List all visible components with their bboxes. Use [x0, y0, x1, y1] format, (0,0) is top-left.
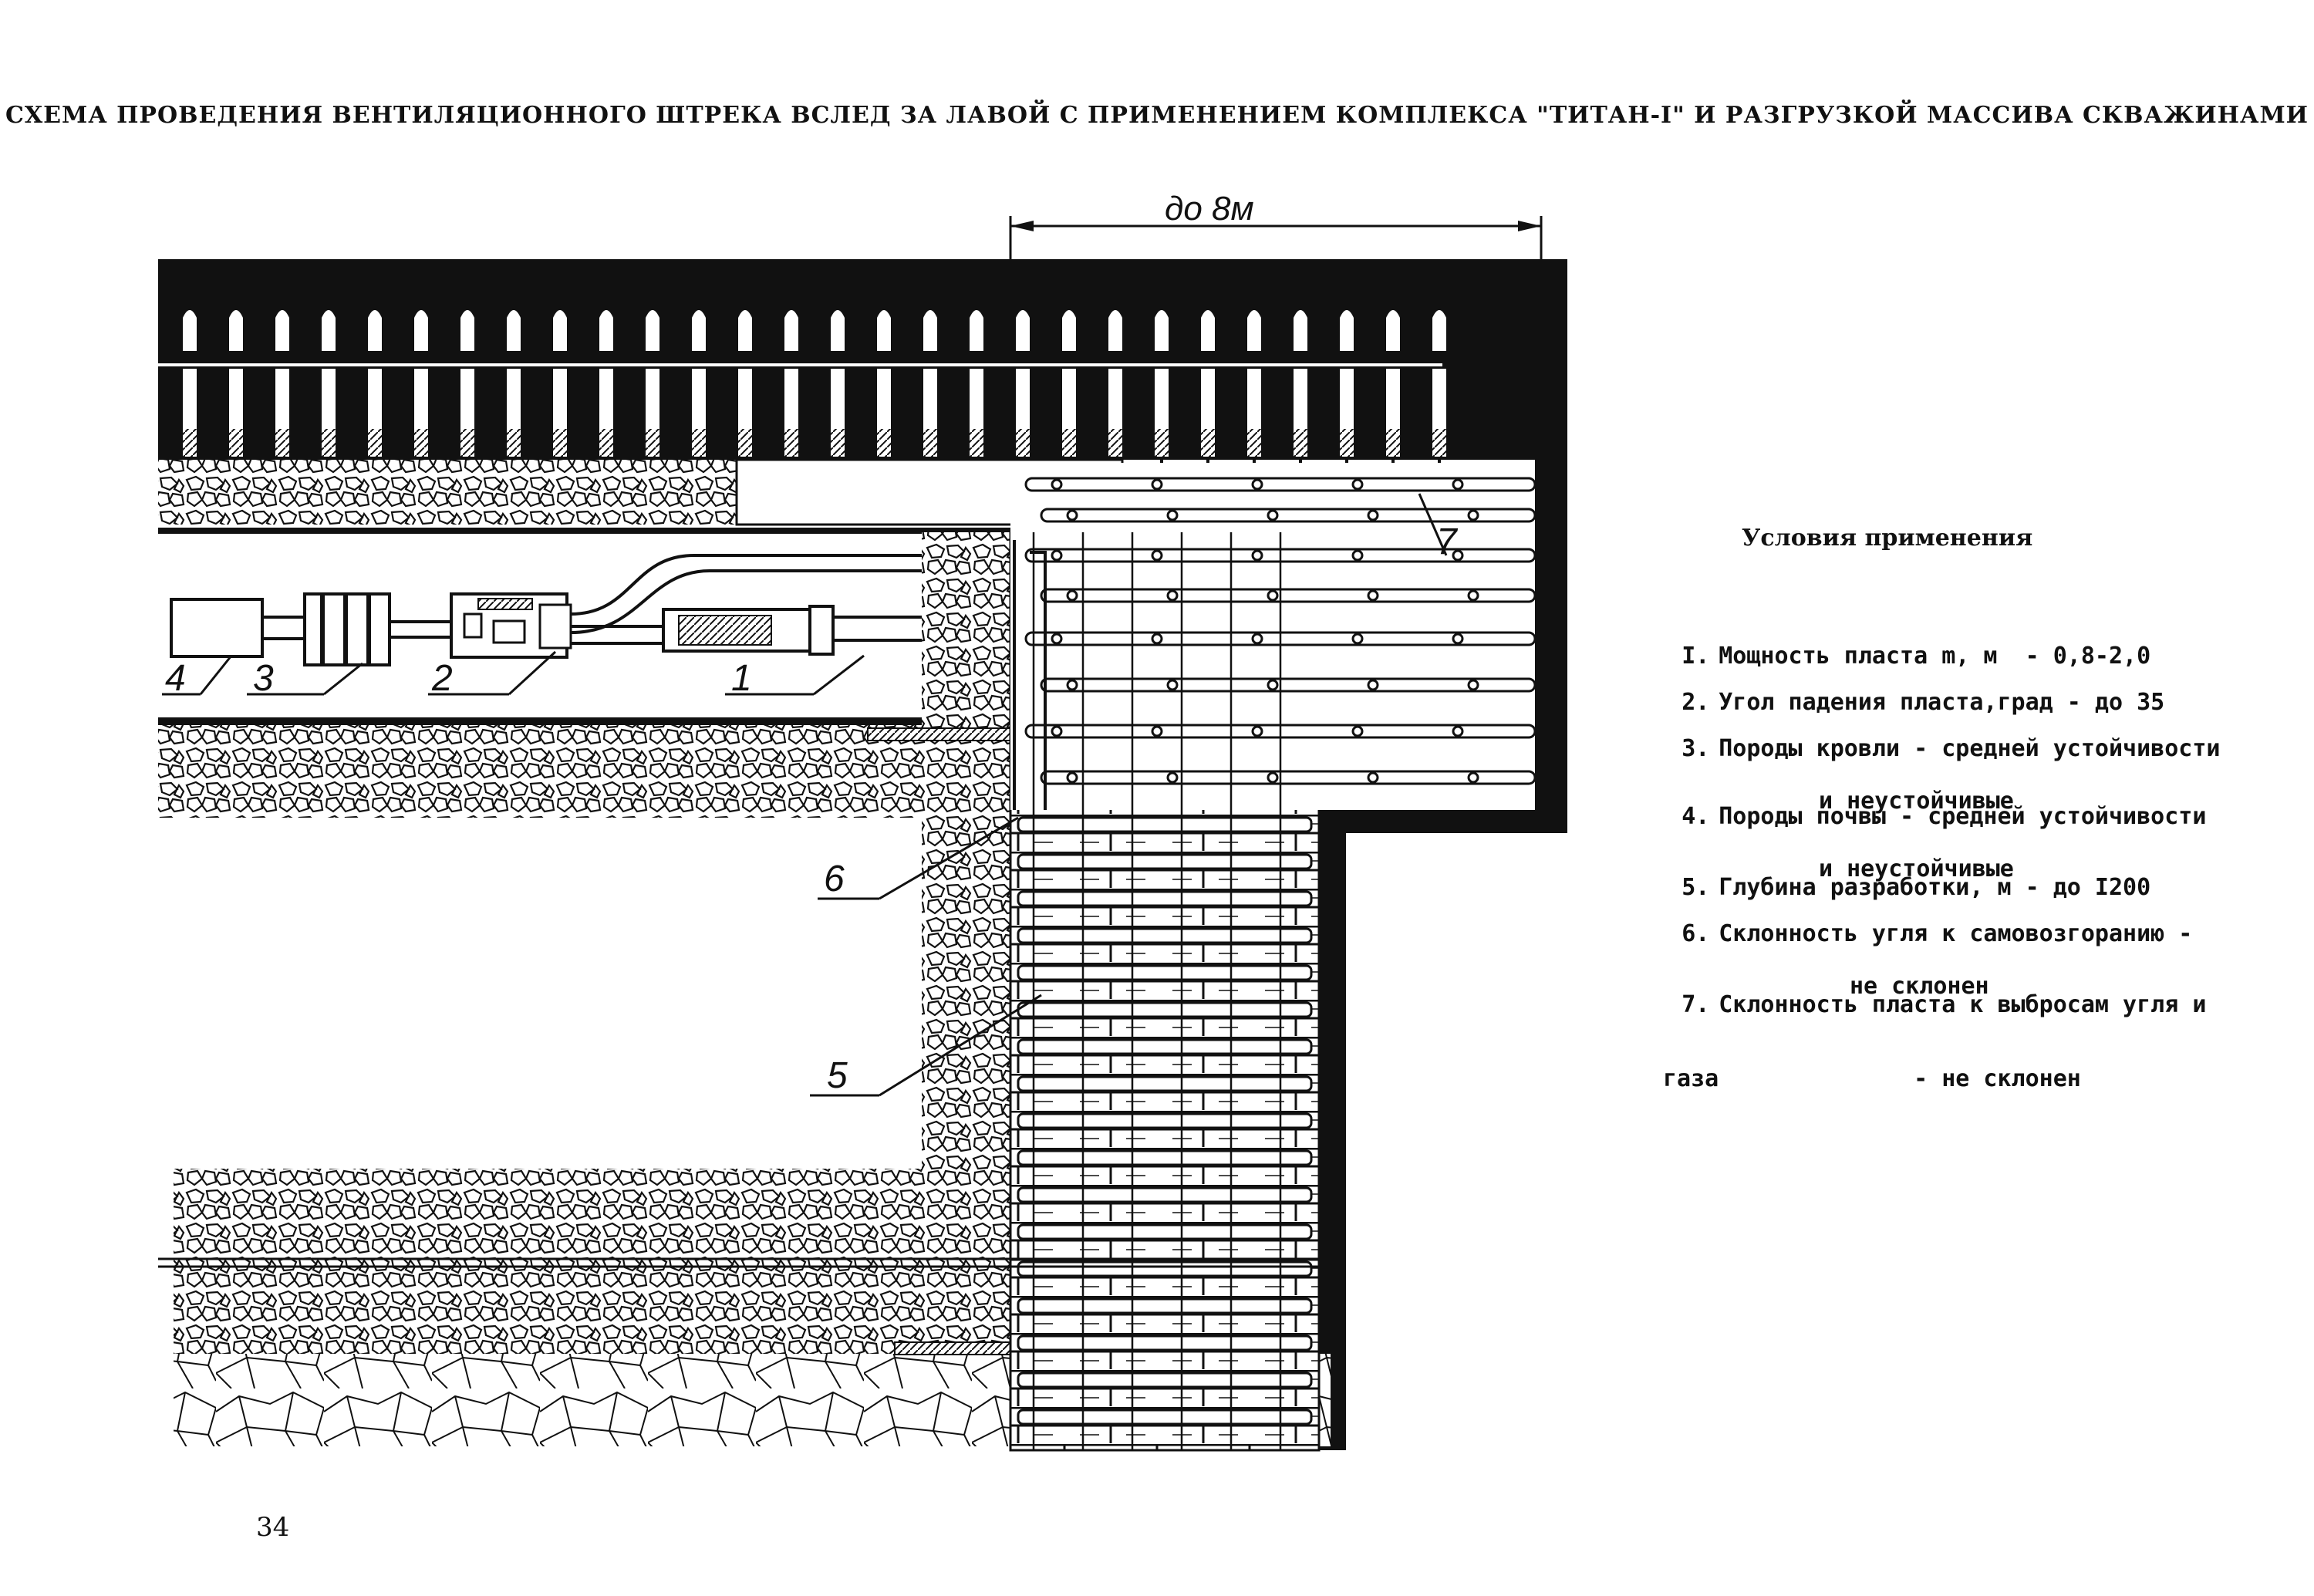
condition-text: Угол падения пласта,град - до 35 [1719, 689, 2165, 716]
rubble-pack-vertical [922, 532, 1010, 1288]
callout-5: 5 [827, 1055, 848, 1096]
crib-bar [1017, 1075, 1313, 1092]
callout-3: 3 [253, 658, 274, 699]
condition-continuation: и неустойчивые [1819, 788, 2014, 815]
roof-bolt [1247, 310, 1261, 525]
conditions-heading: Условия применения [1742, 525, 2033, 552]
borehole [1040, 588, 1536, 603]
rubble-pack-lower [174, 1169, 1010, 1292]
crib-bar [1017, 1334, 1313, 1351]
condition-number: 4. [1682, 803, 1710, 830]
condition-text: Породы кровли - средней устойчивости [1719, 735, 2221, 762]
condition-text: Глубина разработки, м - до I200 [1719, 874, 2151, 901]
condition-item: 2. Угол падения пласта,град - до 35 [1626, 663, 2289, 742]
equipment-train [170, 554, 956, 666]
crib-bar [1017, 890, 1313, 907]
crib-bar [1017, 816, 1313, 833]
roof-bolt [784, 310, 798, 525]
condition-continuation: не склонен [1850, 973, 1989, 1000]
borehole [1040, 508, 1536, 523]
borehole [1040, 770, 1536, 785]
diagram-title: СХЕМА ПРОВЕДЕНИЯ ВЕНТИЛЯЦИОННОГО ШТРЕКА … [5, 102, 2309, 129]
crib-bar [1017, 927, 1313, 944]
crib-bar [1017, 964, 1313, 981]
crib-bar [1017, 1001, 1313, 1018]
condition-text: Склонность угля к самовозгоранию - [1719, 920, 2193, 947]
crib-bar [1017, 853, 1313, 870]
condition-number: 7. [1682, 991, 1710, 1018]
condition-item: I. Мощность пласта m, м - 0,8-2,0 [1626, 617, 2289, 696]
callout-6: 6 [824, 859, 845, 899]
dimension-label: до 8м [1165, 190, 1254, 228]
condition-item: 5. Глубина разработки, м - до I200 [1626, 849, 2289, 927]
roof-bolt [599, 310, 613, 525]
crib-bar [1017, 1372, 1313, 1388]
condition-item: 6. Склонность угля к самовозгоранию - не … [1626, 895, 2289, 1052]
crib-bar [1017, 1297, 1313, 1314]
condition-text: Склонность пласта к выбросам угля и [1719, 991, 2207, 1018]
borehole [1024, 477, 1536, 492]
crib-bar [1017, 1223, 1313, 1240]
condition-number: 2. [1682, 689, 1710, 716]
rubble-roof-band [158, 460, 737, 525]
condition-number: 3. [1682, 735, 1710, 762]
condition-number: I. [1682, 643, 1710, 670]
callout-1: 1 [731, 658, 752, 699]
condition-item: 4. Породы почвы - средней устойчивости и … [1626, 778, 2289, 935]
worked-out-space [158, 819, 918, 1166]
crib-bar [1017, 1260, 1313, 1277]
borehole [1040, 677, 1536, 693]
crib-bar [1017, 1149, 1313, 1166]
equipment-3-assembly [303, 592, 451, 666]
dimension-line: до 8м [1009, 190, 1543, 262]
condition-number: 5. [1682, 874, 1710, 901]
callout-7: 7 [1436, 521, 1459, 562]
roof-strata [158, 259, 1567, 460]
callout-2: 2 [431, 658, 453, 699]
roof-bolt [414, 310, 428, 525]
crib-bar [1017, 1409, 1313, 1426]
roof-bolt [229, 310, 243, 525]
page-number: 34 [256, 1512, 290, 1543]
condition-item: 3. Породы кровли - средней устойчивости и… [1626, 710, 2289, 867]
condition-continuation: газа - не склонен [1663, 1065, 2081, 1092]
crib-bar [1017, 1112, 1313, 1129]
equipment-2-block [450, 592, 572, 659]
condition-number: 6. [1682, 920, 1710, 947]
crib-bar [1017, 1186, 1313, 1203]
condition-text: Мощность пласта m, м - 0,8-2,0 [1719, 643, 2151, 670]
coal-wall-outline [1319, 417, 1567, 1450]
roof-bolt [831, 310, 845, 525]
condition-continuation: и неустойчивые [1819, 855, 2014, 882]
callout-4: 4 [165, 658, 186, 699]
callouts: 1 2 3 4 5 6 7 [162, 493, 1459, 1097]
crib-bars [1017, 532, 1313, 1450]
equipment-4-box [170, 598, 264, 658]
crib-bar [1017, 1038, 1313, 1055]
condition-item: 7. Склонность пласта к выбросам угля и га… [1626, 966, 2289, 1145]
condition-text: Породы почвы - средней устойчивости [1719, 803, 2207, 830]
